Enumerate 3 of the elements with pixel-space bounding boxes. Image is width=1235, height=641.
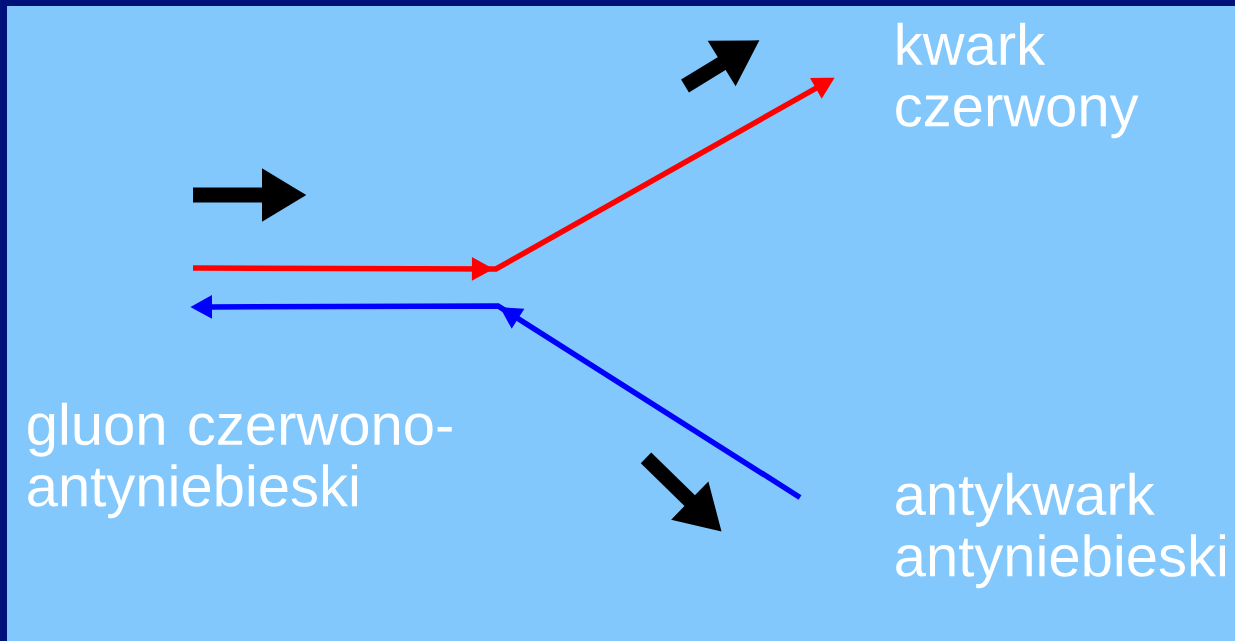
particle-label: antykwark antyniebieski [896, 472, 1225, 589]
particle-label: kwark czerwony [896, 22, 1139, 139]
particle-label: gluon czerwono-antyniebieski [28, 402, 452, 519]
